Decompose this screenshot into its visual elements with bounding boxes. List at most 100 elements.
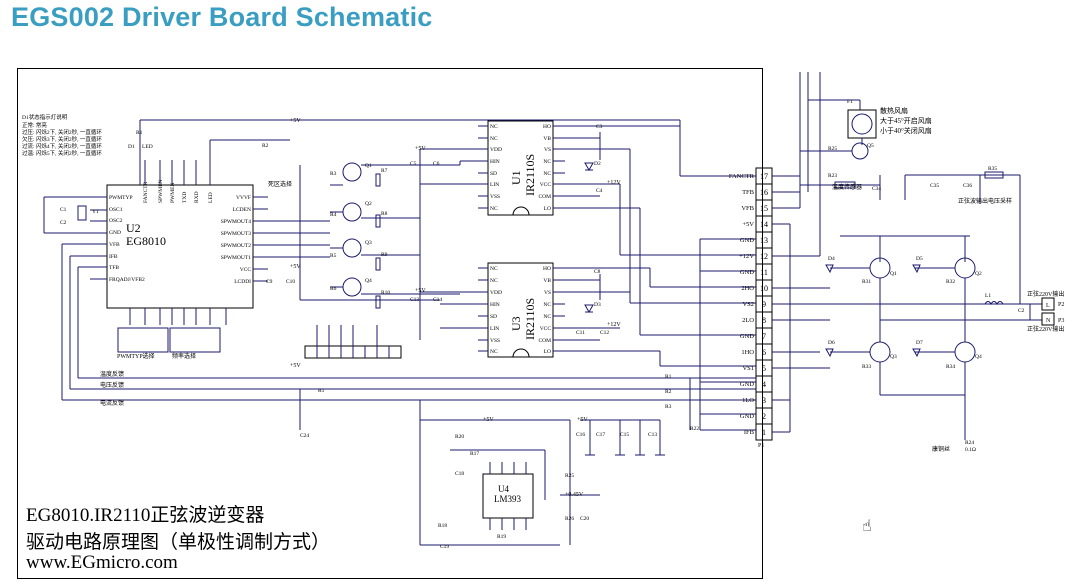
- svg-text:+5V: +5V: [290, 118, 301, 124]
- svg-text:Q1: Q1: [890, 271, 897, 277]
- svg-text:C34: C34: [872, 186, 881, 192]
- svg-text:R17: R17: [470, 451, 479, 457]
- svg-text:C3: C3: [596, 124, 603, 130]
- svg-text:C8: C8: [594, 269, 601, 275]
- svg-text:过温: 闪烁5下, 关闭2秒, 一直循环: 过温: 闪烁5下, 关闭2秒, 一直循环: [22, 149, 102, 157]
- svg-text:Q4: Q4: [365, 278, 372, 284]
- p1-pin-label: GND: [740, 413, 754, 420]
- u1-pin-label: COM: [538, 194, 551, 200]
- p1-pin-number: 10: [760, 284, 768, 293]
- u2-pin-label: FRQADJ/VFB2: [109, 277, 145, 283]
- p1-pin-label: VS2: [742, 301, 754, 308]
- svg-text:Y1: Y1: [92, 209, 99, 215]
- svg-text:Q5: Q5: [867, 143, 874, 149]
- svg-text:R19: R19: [497, 534, 506, 540]
- u2-pin-label: LCDDI: [234, 279, 251, 285]
- u1-pin-label: HO: [543, 124, 551, 130]
- svg-text:R3: R3: [665, 404, 672, 410]
- fb-sample-label: 正弦波输出电压采样: [958, 197, 1012, 205]
- u4-part: LM393: [494, 494, 522, 504]
- svg-text:R25: R25: [828, 146, 837, 152]
- u1-pin-label: LO: [544, 206, 551, 212]
- p1-pin-label: GND: [740, 237, 754, 244]
- u1-pin-label: VDD: [490, 147, 502, 153]
- u2-pin-label: PWMTYP: [109, 195, 133, 201]
- svg-text:R9: R9: [381, 252, 388, 258]
- svg-text:R5: R5: [330, 253, 337, 259]
- svg-text:C2: C2: [60, 220, 67, 226]
- u3-pin-label: VS: [544, 290, 551, 296]
- u3-pin-label: VCC: [540, 326, 552, 332]
- p1-pin-label: TFB: [742, 189, 755, 196]
- p1-pin-label: GND: [740, 269, 754, 276]
- p1-pin-number: 14: [760, 220, 768, 229]
- svg-text:R24: R24: [965, 440, 974, 446]
- u3-pin-label: NC: [543, 302, 551, 308]
- u3-pin-label: VDD: [490, 290, 502, 296]
- svg-text:R8: R8: [381, 211, 388, 217]
- svg-text:D5: D5: [916, 256, 923, 262]
- svg-text:L1: L1: [985, 293, 991, 299]
- svg-text:R2: R2: [262, 143, 269, 149]
- p1-pin-label: VS1: [742, 365, 754, 372]
- svg-text:C5: C5: [410, 161, 417, 167]
- svg-text:C12: C12: [600, 330, 609, 336]
- svg-text:R32: R32: [946, 279, 955, 285]
- svg-text:过压: 闪烁2下, 关闭2秒, 一直循环: 过压: 闪烁2下, 关闭2秒, 一直循环: [22, 128, 102, 136]
- svg-text:D4: D4: [828, 256, 835, 262]
- u1-pin-label: HIN: [490, 159, 500, 165]
- svg-text:P2: P2: [1058, 302, 1064, 308]
- p1-pin-label: GND: [740, 333, 754, 340]
- svg-text:C35: C35: [930, 183, 939, 189]
- u2-body: [106, 184, 254, 309]
- u2-pin-label: TXD: [182, 192, 188, 203]
- svg-text:R22: R22: [690, 426, 699, 432]
- svg-text:D2: D2: [594, 161, 601, 167]
- u2-pin-label: VCC: [240, 267, 252, 273]
- u2-pin-label: GND: [109, 230, 121, 236]
- svg-text:D1状态指示灯说明: D1状态指示灯说明: [22, 113, 68, 121]
- svg-text:正常: 常亮: 正常: 常亮: [22, 121, 47, 129]
- p1-pin-number: 5: [762, 364, 766, 373]
- u2-pin-label: TFB: [109, 265, 119, 271]
- svg-text:欠压: 闪烁3下, 关闭2秒, 一直循环: 欠压: 闪烁3下, 关闭2秒, 一直循环: [22, 135, 102, 143]
- u1-part: IR2110S: [523, 154, 537, 196]
- p1-pin-number: 7: [762, 332, 766, 341]
- svg-text:C24: C24: [300, 433, 309, 439]
- svg-text:C4: C4: [596, 188, 603, 194]
- svg-text:C13: C13: [410, 297, 419, 303]
- svg-text:R3: R3: [330, 171, 337, 177]
- u1-pin-label: NC: [543, 159, 551, 165]
- u1-pin-label: VSS: [490, 194, 500, 200]
- u2-part: EG8010: [126, 234, 166, 248]
- svg-text:+5V: +5V: [483, 417, 494, 423]
- page-title: EGS002 Driver Board Schematic: [11, 2, 433, 32]
- u1-pin-label: VB: [543, 136, 551, 142]
- u2-pin-label: SPWMEN: [158, 179, 164, 203]
- svg-text:N: N: [1046, 318, 1051, 324]
- u1-ref: U1: [509, 170, 523, 185]
- fan-off-threshold: 小于40°关闭风扇: [880, 126, 932, 135]
- net-current-feedback: 电流反馈: [100, 399, 124, 407]
- u3-pin-label: LO: [544, 349, 551, 355]
- u3-pin-label: VSS: [490, 338, 500, 344]
- p1-pin-number: 6: [762, 348, 766, 357]
- u3-pin-label: COM: [538, 338, 551, 344]
- p1-pin-label: 2HO: [741, 285, 754, 292]
- p1-pin-label: FANCTR: [729, 173, 755, 180]
- u2-pin-label: VFB: [109, 242, 120, 248]
- u3-pin-label: HIN: [490, 302, 500, 308]
- svg-text:C17: C17: [596, 432, 605, 438]
- caption-line-2: 驱动电路原理图（单极性调制方式）: [26, 532, 331, 553]
- p1-pin-label: VFB: [741, 205, 754, 212]
- u2-pin-label: RXD: [194, 191, 200, 203]
- u2-pin-label: SPWMOUT3: [221, 231, 252, 237]
- svg-text:C11: C11: [576, 330, 585, 336]
- output-label-2: 正弦220V输出: [1027, 325, 1064, 333]
- svg-text:Q3: Q3: [890, 354, 897, 360]
- p1-pin-number: 16: [760, 188, 768, 197]
- p1-pin-number: 1: [762, 428, 766, 437]
- svg-text:R25: R25: [565, 473, 574, 479]
- u2-pin-label: IFB: [109, 254, 118, 260]
